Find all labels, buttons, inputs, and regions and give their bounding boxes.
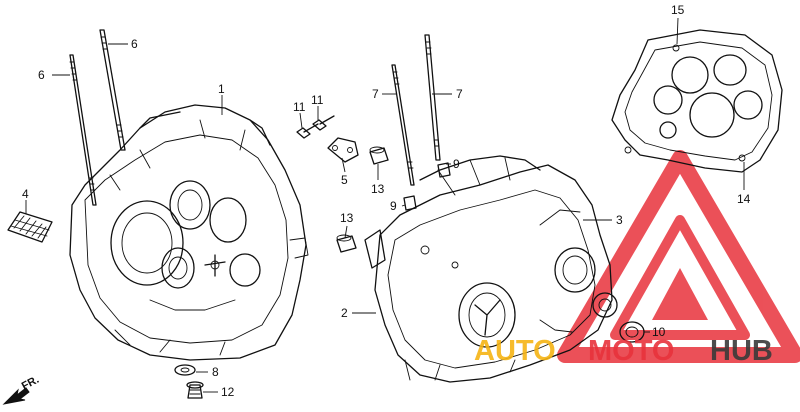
oil-screen-part [7, 211, 53, 243]
part-label: 6 [131, 37, 138, 51]
part-label: 9 [390, 199, 397, 213]
dowel-pin-upper [369, 146, 389, 165]
stud-bolts-left [69, 29, 126, 206]
watermark-word-moto: MOTO [588, 335, 674, 367]
watermark-word-auto: AUTO [474, 335, 556, 367]
part-number-labels: 1 2 3 4 5 6 6 7 7 8 9 9 10 11 11 12 13 1… [22, 3, 751, 399]
leader-lines [25, 17, 745, 393]
stud-bolts-right [391, 34, 441, 186]
part-label: 12 [221, 385, 235, 399]
crankcase-gasket-drawing [611, 29, 783, 173]
front-label: FR. [20, 374, 41, 393]
part-label: 5 [341, 173, 348, 187]
bolts-11 [296, 115, 335, 139]
part-label: 14 [737, 192, 751, 206]
part-label: 13 [340, 211, 354, 225]
part-label: 8 [212, 365, 219, 379]
drain-plug-parts [174, 364, 204, 399]
dowel-pins-9 [403, 162, 451, 211]
watermark-logo-triangle [557, 150, 800, 363]
right-crankcase-drawing [364, 155, 618, 383]
plate-part-5 [327, 137, 359, 163]
part-label: 6 [38, 68, 45, 82]
part-label: 11 [311, 93, 324, 107]
part-label: 10 [652, 325, 666, 339]
part-label: 4 [22, 187, 29, 201]
part-label: 7 [372, 87, 379, 101]
part-label: 7 [456, 87, 463, 101]
part-label: 13 [371, 182, 385, 196]
front-direction-indicator: FR. [2, 374, 41, 405]
part-label: 1 [218, 82, 225, 96]
part-label: 3 [616, 213, 623, 227]
part-label: 11 [293, 100, 306, 114]
dowel-pin-lower [336, 234, 357, 253]
left-crankcase-drawing [69, 104, 309, 361]
part-label: 15 [671, 3, 685, 17]
part-label: 2 [341, 306, 348, 320]
watermark-text: AUTO MOTO HUB [474, 335, 773, 367]
part-label: 9 [453, 157, 460, 171]
front-arrow-icon [2, 387, 30, 405]
watermark-word-hub: HUB [710, 335, 773, 367]
